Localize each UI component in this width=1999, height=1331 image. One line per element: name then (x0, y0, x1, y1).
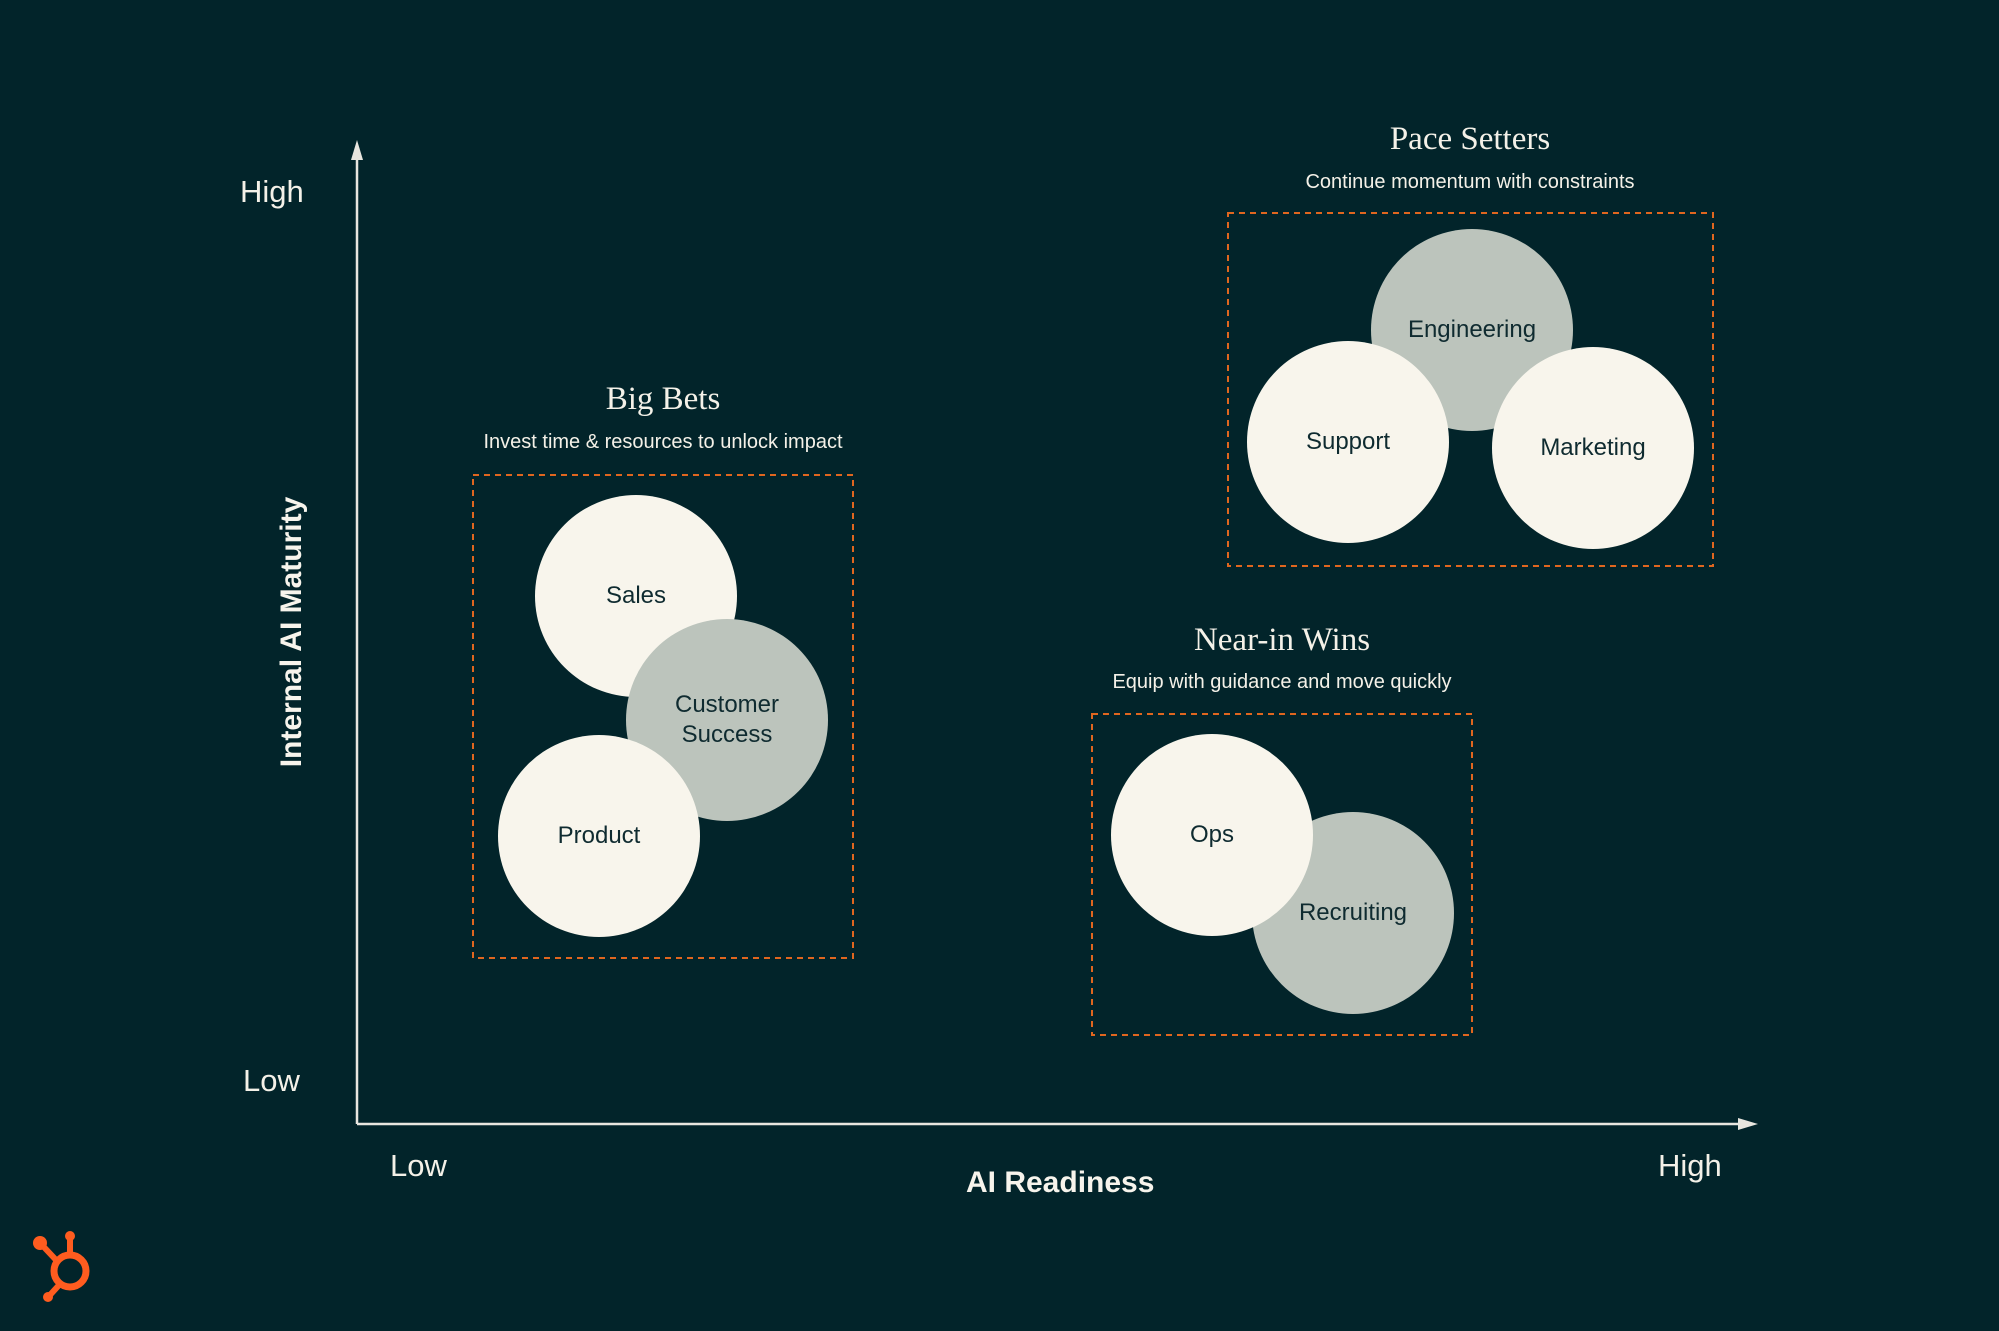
logo-node-top (65, 1231, 75, 1241)
team-label-customer-success: Customer Success (674, 691, 780, 748)
team-circle-product (498, 735, 700, 937)
team-label-recruiting: Recruiting (1298, 899, 1408, 926)
team-label-engineering: Engineering (1407, 316, 1537, 343)
team-label-ops: Ops (1189, 821, 1234, 848)
pace-setters-box (1227, 212, 1714, 567)
team-circle-customer-success (626, 619, 828, 821)
pace-setters-subtitle: Continue momentum with constraints (1305, 171, 1635, 193)
team-circle-ops (1111, 734, 1313, 936)
team-label-marketing: Marketing (1540, 434, 1646, 461)
x-axis-low-label: Low (390, 1148, 447, 1183)
near-in-wins-box (1091, 713, 1473, 1036)
y-axis-high-label: High (240, 174, 304, 209)
y-axis-low-label: Low (243, 1063, 300, 1098)
x-axis-title: AI Readiness (966, 1166, 1155, 1199)
near-in-wins-title: Near-in Wins (1193, 622, 1371, 658)
pace-setters-title: Pace Setters (1389, 121, 1551, 157)
logo-spoke-bottom (47, 1281, 63, 1298)
team-label-product: Product (557, 822, 641, 849)
team-label-support: Support (1305, 428, 1391, 455)
big-bets-box (472, 474, 854, 959)
team-circle-support (1247, 341, 1449, 543)
team-circle-marketing (1492, 347, 1694, 549)
big-bets-title: Big Bets (605, 381, 721, 417)
x-axis-arrowhead (1738, 1118, 1758, 1130)
near-in-wins-subtitle: Equip with guidance and move quickly (1112, 671, 1452, 693)
logo-node-left (33, 1236, 47, 1250)
y-axis-arrowhead (351, 140, 363, 160)
team-label-sales: Sales (605, 582, 667, 609)
x-axis-high-label: High (1658, 1148, 1722, 1183)
big-bets-subtitle: Invest time & resources to unlock impact (483, 431, 843, 453)
logo-node-bottom (43, 1292, 53, 1302)
y-axis-title: Internal AI Maturity (275, 496, 308, 768)
